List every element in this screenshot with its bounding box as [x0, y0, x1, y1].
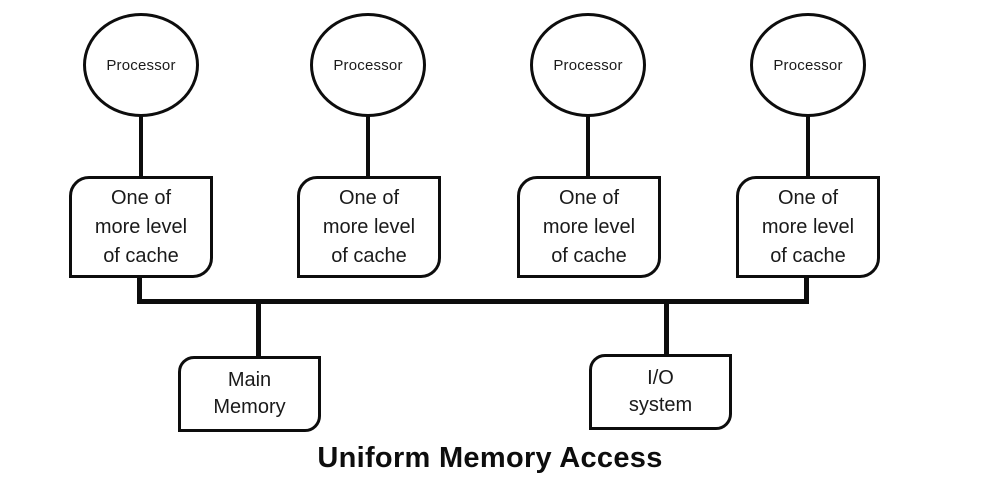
io-system-box: I/O system [589, 354, 732, 430]
system-bus-line [137, 299, 809, 304]
cache-label: One of more level of cache [94, 186, 188, 267]
processor-label: Processor [333, 56, 403, 74]
cache-label: One of more level of cache [322, 186, 416, 267]
cache-box-3: One of more level of cache [517, 176, 661, 278]
processor-label: Processor [773, 56, 843, 74]
cache-box-2: One of more level of cache [297, 176, 441, 278]
processor-label: Processor [553, 56, 623, 74]
connector-cache-bus-left [137, 276, 142, 302]
main-memory-box: Main Memory [178, 356, 321, 432]
processor-label: Processor [106, 56, 176, 74]
processor-circle-4: Processor [750, 13, 866, 117]
connector-cache-bus-right [804, 276, 809, 302]
connector-processor-cache-1 [139, 116, 143, 177]
connector-processor-cache-2 [366, 116, 370, 177]
processor-circle-2: Processor [310, 13, 426, 117]
cache-box-1: One of more level of cache [69, 176, 213, 278]
processor-circle-1: Processor [83, 13, 199, 117]
connector-bus-io-system [664, 303, 669, 355]
connector-processor-cache-4 [806, 116, 810, 177]
processor-circle-3: Processor [530, 13, 646, 117]
cache-label: One of more level of cache [761, 186, 855, 267]
connector-bus-main-memory [256, 303, 261, 356]
main-memory-label: Main Memory [213, 369, 286, 418]
io-system-label: I/O system [628, 367, 693, 416]
connector-processor-cache-3 [586, 116, 590, 177]
cache-box-4: One of more level of cache [736, 176, 880, 278]
diagram-title: Uniform Memory Access [317, 442, 663, 474]
cache-label: One of more level of cache [542, 186, 636, 267]
